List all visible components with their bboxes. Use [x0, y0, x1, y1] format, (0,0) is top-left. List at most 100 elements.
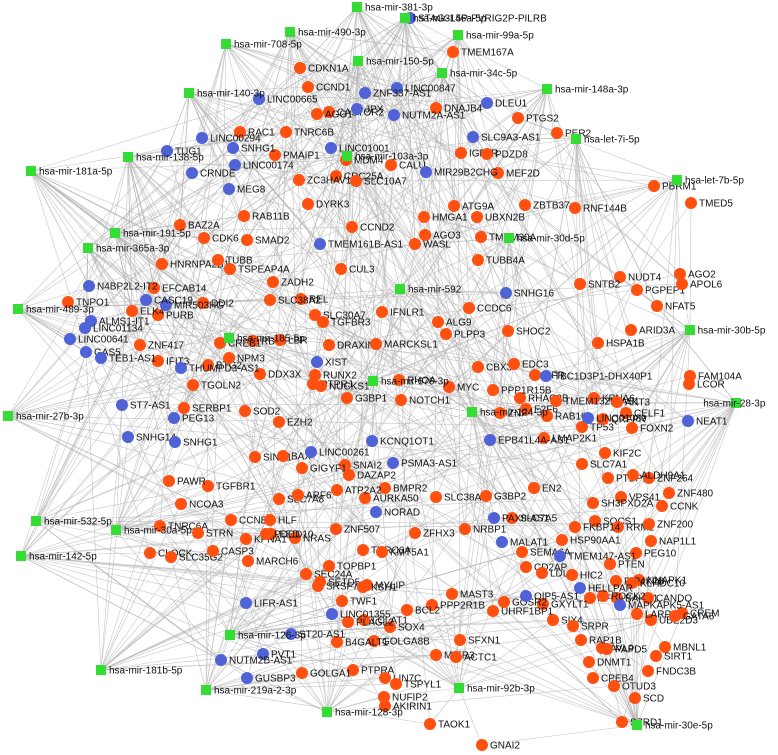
mrna-node[interactable]: NAP1L1	[645, 535, 697, 548]
mrna-node[interactable]: PAWR	[163, 475, 206, 488]
mrna-node[interactable]: CUL3	[335, 263, 375, 276]
mrna-node[interactable]: RAB11B	[238, 210, 290, 223]
lncrna-node[interactable]: SNHG1	[169, 436, 218, 449]
lncrna-node[interactable]: MEG8	[223, 183, 266, 196]
mrna-node[interactable]: TNRC6B	[280, 126, 334, 139]
mirna-node[interactable]: hsa-mir-28-3p	[703, 398, 766, 410]
lncrna-node[interactable]: LINC00665	[253, 93, 318, 106]
mrna-node[interactable]: PPP1R15B	[487, 384, 552, 397]
lncrna-node[interactable]: GAS5	[80, 346, 121, 359]
mrna-node[interactable]: RNF144B	[569, 202, 627, 215]
mirna-node[interactable]: hsa-let-7b-5p	[672, 175, 744, 187]
mrna-node[interactable]: CELF1	[620, 407, 666, 420]
mrna-node[interactable]: B4GALT1	[331, 636, 389, 649]
mrna-node[interactable]: AGO2	[674, 268, 716, 281]
mrna-node[interactable]: TGFBR1	[202, 480, 256, 493]
mrna-node[interactable]: DDI2	[197, 297, 234, 310]
mrna-node[interactable]: TUBB	[212, 254, 253, 267]
mrna-node[interactable]: NPM3	[223, 352, 265, 365]
mrna-node[interactable]: DNMT1	[583, 656, 632, 669]
mirna-node[interactable]: hsa-mir-191-5p	[110, 228, 191, 240]
mrna-node[interactable]: SLC38A2	[264, 294, 321, 307]
lncrna-node[interactable]: KCNQ1OT1	[366, 435, 434, 448]
mrna-node[interactable]: LIFR	[529, 369, 565, 382]
lncrna-node[interactable]: LINC00641	[64, 333, 129, 346]
mirna-node[interactable]: hsa-mir-181b-5p	[96, 665, 183, 677]
mrna-node[interactable]: RHOA	[393, 374, 436, 387]
mrna-node[interactable]: SLC35G2	[165, 551, 223, 564]
mrna-node[interactable]: TMEM167A	[447, 46, 514, 59]
mrna-node[interactable]: RAC1	[234, 126, 275, 139]
mrna-node[interactable]: NUFIP2	[378, 691, 428, 704]
mrna-node[interactable]: NOTCH1	[395, 394, 451, 407]
mrna-node[interactable]: SLC38A7	[430, 491, 487, 504]
mrna-node[interactable]: AGO1	[311, 108, 353, 121]
mrna-node[interactable]: BCL2	[401, 604, 440, 617]
mirna-node[interactable]: hsa-mir-592	[395, 284, 462, 296]
lncrna-node[interactable]: NORAD	[370, 506, 420, 519]
lncrna-node[interactable]: LINC00294	[196, 132, 261, 145]
mirna-node[interactable]: hsa-mir-30e-5p	[632, 720, 713, 732]
lncrna-node[interactable]: N4BP2L2-IT2	[83, 280, 158, 293]
lncrna-node[interactable]: XIST	[311, 356, 347, 369]
mirna-node[interactable]: hsa-mir-365a-3p	[83, 243, 170, 255]
mrna-node[interactable]: TNPO1	[62, 296, 110, 309]
mrna-node[interactable]: MARCKSL1	[370, 338, 438, 351]
mrna-node[interactable]: KPNA1	[240, 533, 287, 546]
lncrna-node[interactable]: TBC1D3P1-DHX40P1	[540, 370, 653, 383]
mrna-node[interactable]: ARID3A	[625, 324, 675, 337]
mrna-node[interactable]: G3BP2	[480, 490, 527, 503]
mrna-node[interactable]: TNRC6A	[357, 544, 411, 557]
mirna-node[interactable]: hsa-mir-150-5p	[353, 56, 434, 68]
mrna-node[interactable]: ACTC1	[450, 651, 497, 664]
mrna-node[interactable]: SNAI2	[339, 459, 382, 472]
mrna-node[interactable]: MYC	[443, 381, 479, 394]
mrna-node[interactable]: RBPJ	[247, 335, 287, 348]
mrna-node[interactable]: RRM2	[612, 521, 655, 534]
mrna-node[interactable]: ARF6	[292, 489, 332, 502]
lncrna-node[interactable]: CRNDE	[186, 167, 236, 180]
mrna-node[interactable]: GXYLT1	[537, 598, 589, 611]
mrna-node[interactable]: RHAC2B	[514, 392, 569, 405]
mrna-node[interactable]: RUNX2	[309, 369, 357, 382]
mrna-node[interactable]: IFNLR1	[376, 306, 425, 319]
lncrna-node[interactable]: PAX8-AS1	[488, 512, 549, 525]
lncrna-node[interactable]: TEB1-AS1	[95, 352, 157, 365]
lncrna-node[interactable]: SNHG14	[122, 431, 176, 444]
mrna-node[interactable]: SNTB2	[574, 278, 621, 291]
mrna-node[interactable]: SFXN1	[454, 634, 501, 647]
mrna-node[interactable]: PEG10	[630, 547, 677, 560]
mrna-node[interactable]: SOD2	[239, 405, 281, 418]
mrna-node[interactable]: BAX	[277, 450, 311, 463]
lncrna-node[interactable]: CASC19	[140, 294, 193, 307]
mrna-node[interactable]: EZH2	[273, 416, 313, 429]
mrna-node[interactable]: SIRT1	[650, 650, 693, 663]
mrna-node[interactable]: NRBP1	[459, 523, 507, 536]
mrna-node[interactable]: ROCK2	[597, 590, 646, 603]
mrna-node[interactable]: PIP4K2B	[610, 575, 665, 588]
mrna-node[interactable]: PDZD8	[481, 148, 528, 161]
mrna-node[interactable]: PTPRA	[347, 664, 395, 677]
mrna-node[interactable]: TMEM132D-AS1	[550, 395, 640, 408]
mrna-node[interactable]: FOXN2	[626, 422, 674, 435]
mrna-node[interactable]: AGO3	[419, 229, 461, 242]
mrna-node[interactable]: EFCAB14	[148, 282, 207, 295]
mrna-node[interactable]: GOSR2	[498, 596, 547, 609]
mrna-node[interactable]: PLAGL2	[342, 616, 394, 629]
mrna-node[interactable]: CREB1	[214, 337, 262, 350]
mrna-node[interactable]: SCD	[629, 692, 664, 705]
mrna-node[interactable]: LCOR	[683, 378, 725, 391]
mrna-node[interactable]: TSPEAP4A	[224, 263, 290, 276]
lncrna-node[interactable]: LINC00261	[305, 446, 370, 459]
mrna-node[interactable]: SLC7A1	[576, 458, 628, 471]
mrna-node[interactable]: ATP2A2	[331, 484, 382, 497]
mrna-node[interactable]: NRAS	[289, 532, 331, 545]
mrna-node[interactable]: KMT5A1	[376, 546, 429, 559]
mrna-node[interactable]: MARCH6	[242, 555, 299, 568]
mrna-node[interactable]: DAZAP2	[343, 469, 396, 482]
lncrna-node[interactable]: ST7-AS1	[116, 399, 171, 412]
mrna-node[interactable]: CASP3	[207, 545, 254, 558]
mrna-node[interactable]: NUDT4	[614, 271, 662, 284]
mrna-node[interactable]: CCDC6	[463, 302, 512, 315]
mrna-node[interactable]: SLC30A7	[309, 309, 366, 322]
